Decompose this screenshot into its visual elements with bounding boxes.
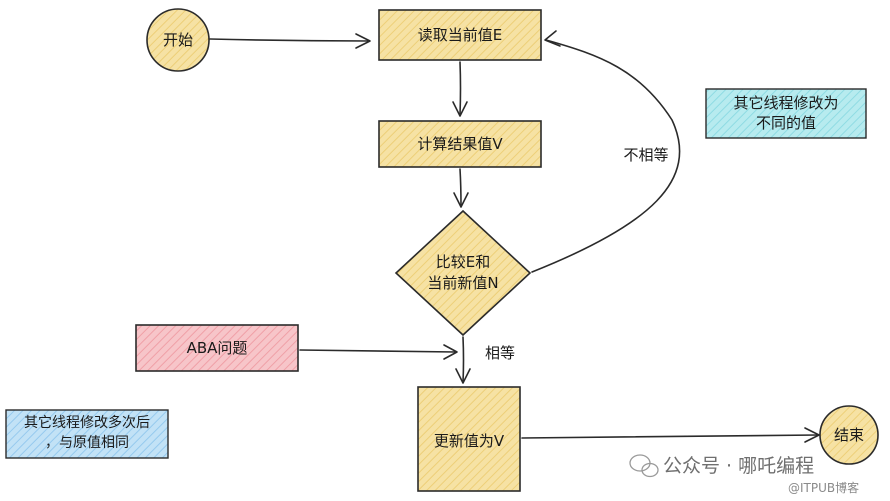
wechat-icon [629,454,659,478]
read-node [378,9,542,61]
arrowhead-compare-to-update [455,368,471,384]
watermark-account: 公众号 · 哪吒编程 [663,455,815,477]
compare-node [394,209,532,337]
compare-label-line2: 当前新值N [427,274,499,292]
compute-node [378,120,542,168]
compare-label-line1: 比较E和 [435,253,491,271]
note-multiple-modify [5,409,169,459]
read-label: 读取当前值E [417,26,503,44]
arrowhead-read-to-compute [452,101,468,117]
aba-label: ABA问题 [186,339,248,357]
arrow-compare-to-read [531,39,681,273]
arrowhead-aba-to-flow [443,344,458,360]
end-label: 结束 [833,426,864,444]
edge-label-equal: 相等 [484,344,515,362]
arrow-read-to-compute [459,61,462,116]
arrow-update-to-end [521,434,819,439]
update-node [417,386,521,492]
note-different-value-line2: 不同的值 [755,114,816,132]
arrow-aba-to-flow [299,349,457,353]
compute-label: 计算结果值V [417,135,503,153]
note-multiple-modify-line2: ，与原值相同 [45,435,129,451]
watermark-site: @ITPUB博客 [788,481,860,495]
note-different-value [705,88,867,139]
arrowhead-compute-to-compare [453,192,469,208]
note-different-value-line1: 其它线程修改为 [733,94,839,112]
note-multiple-modify-line1: 其它线程修改多次后 [24,415,150,431]
start-node [146,8,210,72]
arrow-compare-to-update [462,336,465,383]
arrowhead-start-to-read [355,33,371,49]
edge-label-not-equal: 不相等 [623,146,669,164]
arrowhead-update-to-end [804,427,820,443]
start-label: 开始 [162,31,193,49]
end-node [819,405,879,465]
update-label: 更新值为V [433,432,505,450]
arrow-compute-to-compare [459,168,462,207]
arrow-start-to-read [209,38,370,42]
arrowhead-compare-to-read [544,30,561,47]
aba-node [135,324,299,372]
